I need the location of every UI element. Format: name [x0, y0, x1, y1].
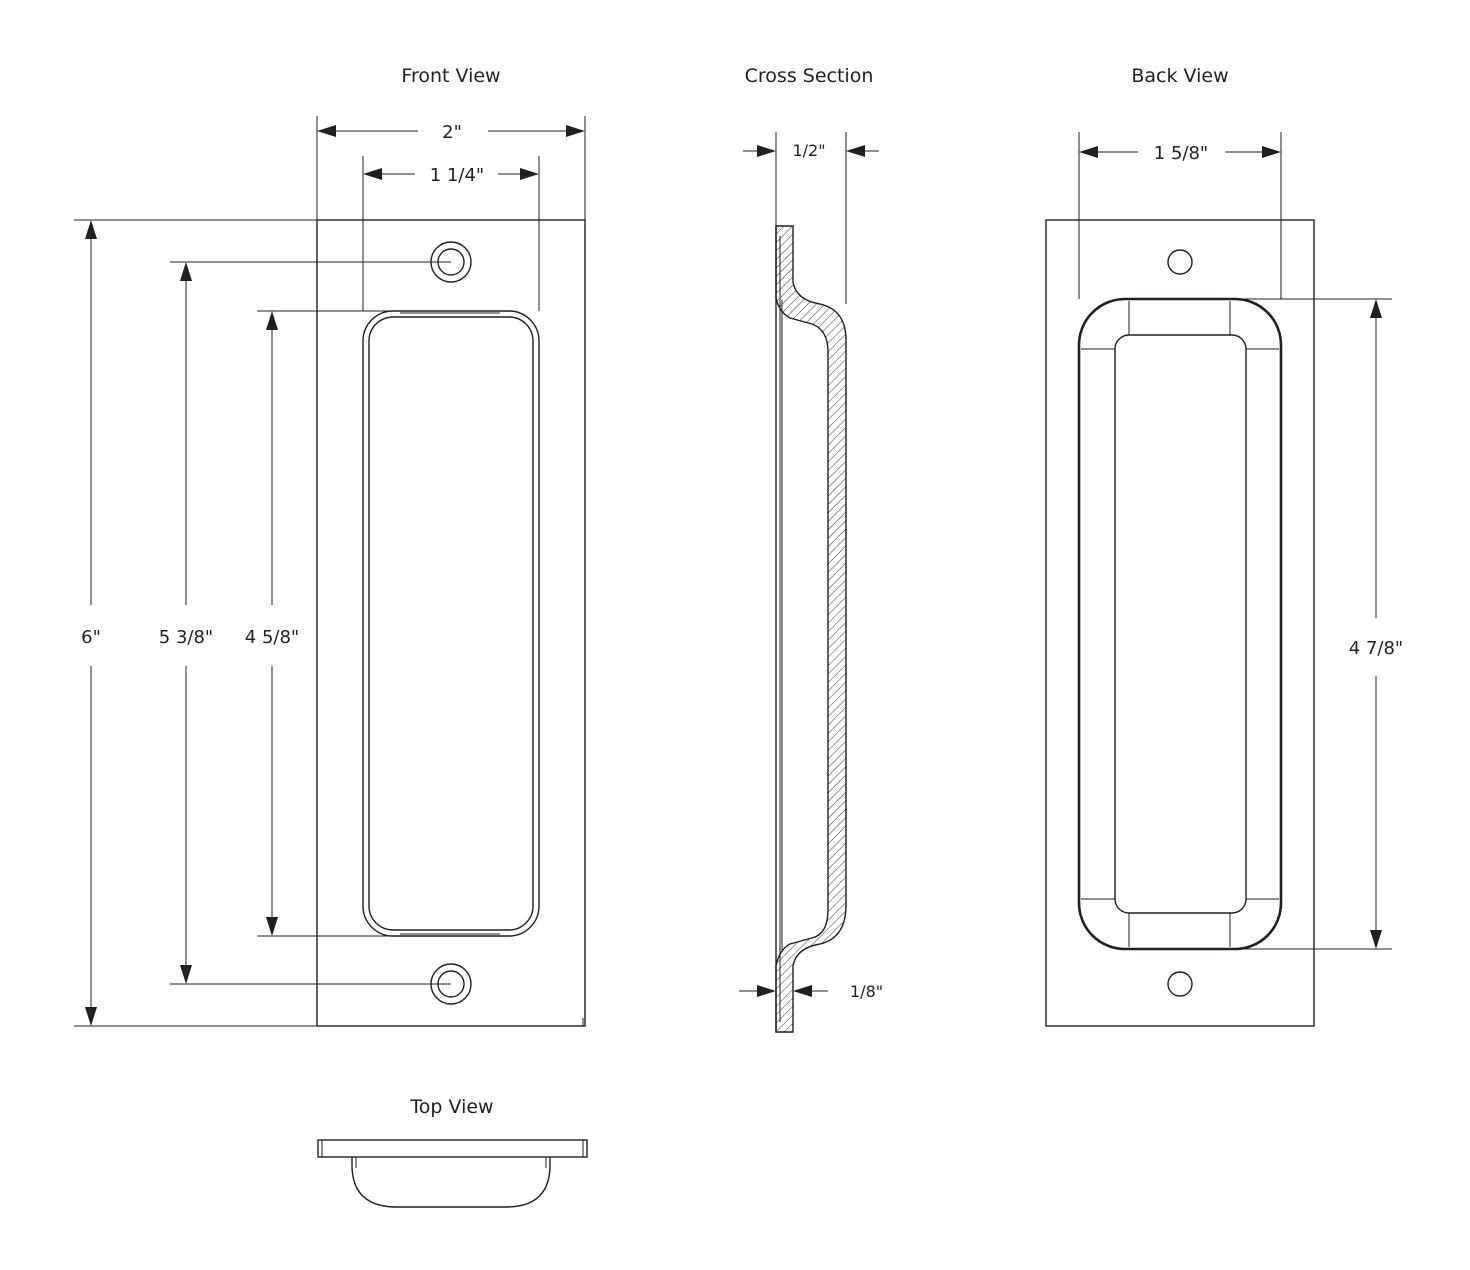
dim-cross-depth-label: 1/2" — [792, 141, 825, 160]
dim-back-cup-height: 4 7/8" — [1230, 298, 1403, 950]
dim-cross-thickness: 1/8" — [739, 982, 883, 1001]
back-bottom-hole — [1167, 971, 1193, 997]
cross-section-view: 1/2" 1/8" — [739, 132, 883, 1033]
dim-front-cup-height-label: 4 5/8" — [245, 627, 299, 648]
back-plate-outline — [1045, 219, 1315, 1027]
back-view: 1 5/8" 4 7/8" — [1045, 132, 1403, 1027]
front-view: 2" 1 1/4" 6" — [74, 116, 586, 1027]
top-view — [317, 1139, 588, 1208]
dim-front-height: 6" — [74, 219, 317, 1027]
dim-back-width: 1 5/8" — [1078, 132, 1282, 299]
dim-cross-thickness-label: 1/8" — [850, 982, 883, 1001]
cross-section-title: Cross Section — [745, 65, 874, 87]
top-view-plate — [317, 1139, 588, 1158]
dim-front-inner-width-label: 1 1/4" — [430, 165, 484, 186]
dim-front-hole-spacing-label: 5 3/8" — [159, 627, 213, 648]
dim-front-inner-width: 1 1/4" — [362, 156, 540, 311]
dim-front-height-label: 6" — [81, 627, 101, 648]
back-top-hole — [1167, 249, 1193, 275]
dim-back-width-label: 1 5/8" — [1154, 143, 1208, 164]
front-plate-outline — [316, 219, 586, 1027]
front-cup-outer — [362, 310, 540, 937]
dim-front-cup-height: 4 5/8" — [245, 310, 395, 937]
back-cup-outer — [1077, 297, 1283, 951]
dim-front-hole-spacing: 5 3/8" — [159, 261, 451, 985]
top-view-cup — [351, 1157, 551, 1208]
dim-back-cup-height-label: 4 7/8" — [1349, 638, 1403, 659]
back-view-title: Back View — [1131, 65, 1228, 87]
dim-front-width: 2" — [316, 116, 586, 220]
front-cup-inner — [368, 316, 534, 931]
cross-section-profile — [775, 225, 847, 1033]
dim-cross-depth: 1/2" — [743, 132, 879, 304]
dim-front-width-label: 2" — [442, 122, 462, 143]
top-view-title: Top View — [409, 1096, 493, 1118]
back-cup-inner — [1114, 334, 1247, 914]
front-view-title: Front View — [401, 65, 500, 87]
